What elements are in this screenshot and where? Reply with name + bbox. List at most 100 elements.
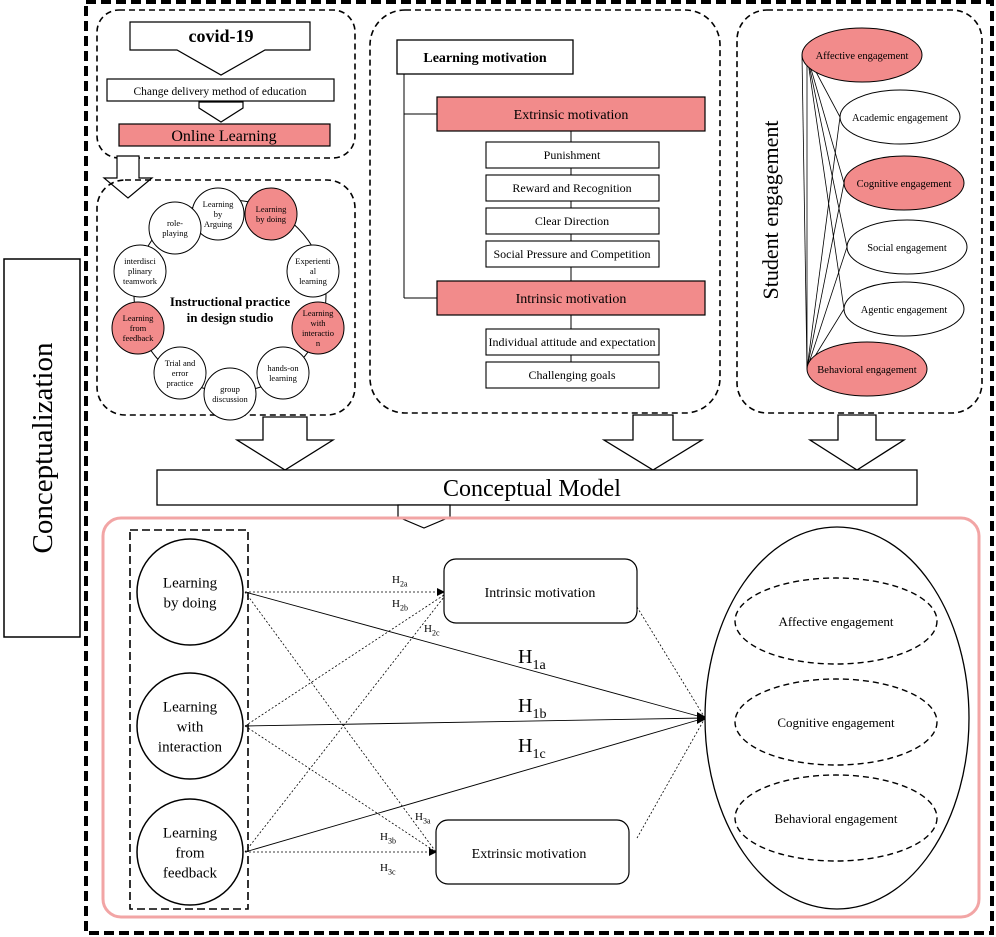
hypothesis-h2a: H2a <box>392 574 408 588</box>
practice-node-label: discussion <box>212 394 248 404</box>
practice-to-model-arrow <box>234 416 336 471</box>
motivation-item: Reward and Recognition <box>485 174 660 202</box>
engagement-item: Agentic engagement <box>843 281 965 337</box>
engagement-item: Social engagement <box>846 219 968 275</box>
motivation-title: Learning motivation <box>423 51 546 66</box>
engagement-item-label: Affective engagement <box>816 51 909 62</box>
motivation-extrinsic: Extrinsic motivation <box>514 108 629 123</box>
hypothesis-h2b: H2b <box>392 598 408 612</box>
model-engagement-item: Affective engagement <box>734 577 938 665</box>
covid-title: covid-19 <box>189 26 254 46</box>
motivation-item-label: Individual attitude and expectation <box>489 335 656 349</box>
covid-small-arrow <box>198 101 244 123</box>
covid-panel: covid-19 Change delivery method of educa… <box>96 9 356 159</box>
practice-node-label: Experienti <box>295 256 331 266</box>
hypothesis-h3b: H3b <box>380 831 396 845</box>
motivation-item: Challenging goals <box>485 361 660 389</box>
side-title: Conceptualization <box>27 342 59 553</box>
model-engagement-label: Behavioral engagement <box>774 811 897 826</box>
motivation-item-label: Challenging goals <box>529 368 616 382</box>
model-input-label: by doing <box>164 595 217 611</box>
motivation-item: Punishment <box>485 141 660 169</box>
practice-node-label: plinary <box>128 266 153 276</box>
model-input-label: with <box>177 719 204 735</box>
engagement-item-label: Social engagement <box>867 243 947 254</box>
engagement-item: Behavioral engagement <box>806 341 928 397</box>
outer-frame <box>84 0 994 935</box>
motivation-item-label: Social Pressure and Competition <box>494 247 651 261</box>
model-connections <box>244 588 706 856</box>
practice-node-label: teamwork <box>123 276 158 286</box>
hypothesis-h1c: H1c <box>518 735 546 762</box>
hypothesis-h3a: H3a <box>415 811 431 825</box>
hypothesis-h3c: H3c <box>380 862 396 876</box>
covid-change: Change delivery method of education <box>133 86 306 98</box>
practice-node-label: interactio <box>302 328 334 338</box>
engagement-panel: Student engagement Affective engagementA… <box>736 9 983 414</box>
practice-node-label: feedback <box>123 333 154 343</box>
engagement-item-label: Agentic engagement <box>861 305 948 316</box>
engagement-item-label: Behavioral engagement <box>817 365 916 376</box>
model-input-label: Learning <box>163 575 218 591</box>
motivation-item: Social Pressure and Competition <box>485 240 660 268</box>
covid-online: Online Learning <box>171 128 276 145</box>
engagement-title: Student engagement <box>758 120 783 299</box>
engagement-item: Academic engagement <box>839 89 961 145</box>
motivation-item: Clear Direction <box>485 207 660 235</box>
model-intrinsic: Intrinsic motivation <box>485 586 596 601</box>
practice-panel: Instructional practice in design studio … <box>96 179 356 421</box>
practice-node-label: n <box>316 338 321 348</box>
hypothesis-h2c: H2c <box>424 623 440 637</box>
practice-node-label: Learning <box>256 204 287 214</box>
practice-node-label: interdisci <box>124 256 156 266</box>
model-engagement-item: Behavioral engagement <box>734 774 938 862</box>
model-input-label: Learning <box>163 825 218 841</box>
practice-node-label: Learning <box>203 199 234 209</box>
model-engagement-label: Affective engagement <box>779 614 894 629</box>
engagement-item: Affective engagement <box>801 27 923 83</box>
model-input: Learning by doing <box>136 538 244 646</box>
practice-node: role-playing <box>148 201 202 255</box>
model-input: Learning from feedback <box>136 798 244 906</box>
practice-node-label: hands-on <box>267 363 299 373</box>
practice-node-label: learning <box>299 276 328 286</box>
practice-node-label: by <box>214 209 223 219</box>
practice-node-label: practice <box>167 378 194 388</box>
practice-node-label: al <box>310 266 317 276</box>
conceptual-model-title: Conceptual Model <box>443 476 621 502</box>
model-engagement-item: Cognitive engagement <box>734 678 938 766</box>
motivation-item-label: Reward and Recognition <box>512 181 631 195</box>
practice-node-label: error <box>172 368 189 378</box>
hypothesis-h1a: H1a <box>518 646 546 673</box>
covid-to-practice-arrow <box>102 155 154 199</box>
practice-center-line1: Instructional practice <box>170 294 290 309</box>
engagement-item: Cognitive engagement <box>843 155 965 211</box>
model-extrinsic: Extrinsic motivation <box>472 847 587 862</box>
side-title-box: Conceptualization <box>3 258 81 638</box>
practice-node-label: by doing <box>256 214 287 224</box>
practice-node-label: from <box>130 323 147 333</box>
motivation-item-label: Clear Direction <box>535 214 609 228</box>
practice-node-label: Trial and <box>165 358 196 368</box>
hypothesis-h1b: H1b <box>518 695 546 722</box>
motivation-item: Individual attitude and expectation <box>485 328 660 356</box>
practice-node-label: Learning <box>123 313 154 323</box>
model-engagement-label: Cognitive engagement <box>777 715 895 730</box>
model-input-label: feedback <box>163 865 218 881</box>
practice-node-label: role- <box>167 218 183 228</box>
practice-node-label: Arguing <box>204 219 233 229</box>
engagement-to-model-arrow <box>807 414 907 471</box>
practice-node-label: playing <box>162 228 188 238</box>
motivation-to-model-arrow <box>601 414 705 471</box>
model-input-label: from <box>175 845 204 861</box>
model-input-label: Learning <box>163 699 218 715</box>
